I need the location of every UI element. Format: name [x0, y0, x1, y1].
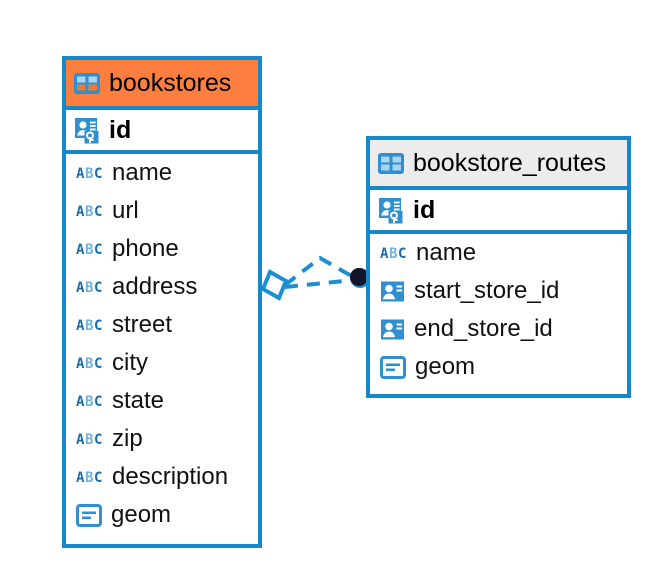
svg-text:A: A: [76, 356, 85, 370]
svg-text:B: B: [85, 394, 93, 408]
field-row-url[interactable]: A B C url: [66, 192, 258, 230]
abc-text-icon: A B C: [76, 394, 103, 410]
svg-text:A: A: [76, 318, 85, 332]
svg-text:C: C: [94, 318, 102, 332]
svg-text:A: A: [380, 246, 389, 260]
field-label: phone: [112, 235, 179, 262]
svg-text:B: B: [85, 318, 93, 332]
geometry-icon: [76, 503, 102, 527]
field-row-address[interactable]: A B C address: [66, 268, 258, 306]
primary-key-icon: [378, 196, 406, 224]
svg-text:A: A: [76, 432, 85, 446]
field-label: name: [416, 239, 477, 266]
svg-text:B: B: [85, 242, 93, 256]
svg-text:B: B: [85, 432, 93, 446]
field-label: geom: [415, 353, 476, 380]
diamond-marker: [260, 269, 289, 301]
field-label: address: [112, 273, 198, 300]
field-label: street: [112, 311, 173, 338]
table-icon: [74, 72, 100, 94]
abc-text-icon: A B C: [380, 246, 407, 262]
svg-text:C: C: [94, 394, 102, 408]
svg-text:C: C: [94, 166, 102, 180]
entity-header-bookstores[interactable]: bookstores: [66, 60, 258, 106]
svg-text:C: C: [94, 432, 102, 446]
entity-bookstore-routes[interactable]: bookstore_routes id: [366, 136, 631, 398]
field-row-street[interactable]: A B C street: [66, 306, 258, 344]
relationship-line-lower: [284, 278, 355, 289]
svg-text:C: C: [94, 280, 102, 294]
field-row-primary-key[interactable]: id: [66, 106, 258, 154]
field-label: id: [109, 115, 132, 144]
table-icon: [378, 152, 404, 174]
abc-text-icon: A B C: [76, 166, 103, 182]
field-label: start_store_id: [414, 277, 560, 304]
svg-text:A: A: [76, 204, 85, 218]
field-row-geom[interactable]: geom: [66, 496, 258, 534]
field-label: id: [413, 195, 436, 224]
field-row-geom[interactable]: geom: [370, 348, 627, 386]
svg-text:B: B: [85, 356, 93, 370]
svg-text:A: A: [76, 242, 85, 256]
field-row-name[interactable]: A B C name: [370, 234, 627, 272]
abc-text-icon: A B C: [76, 242, 103, 258]
field-label: end_store_id: [414, 315, 553, 342]
abc-text-icon: A B C: [76, 318, 103, 334]
field-row-description[interactable]: A B C description: [66, 458, 258, 496]
field-label: city: [112, 349, 148, 376]
entity-bookstores[interactable]: bookstores id: [62, 56, 262, 548]
abc-text-icon: A B C: [76, 470, 103, 486]
field-row-phone[interactable]: A B C phone: [66, 230, 258, 268]
entity-title: bookstores: [109, 68, 232, 97]
field-row-end-store-id[interactable]: end_store_id: [370, 310, 627, 348]
svg-text:B: B: [85, 166, 93, 180]
abc-text-icon: A B C: [76, 204, 103, 220]
field-row-state[interactable]: A B C state: [66, 382, 258, 420]
field-label: description: [112, 463, 229, 490]
abc-text-icon: A B C: [76, 356, 103, 372]
svg-text:B: B: [85, 204, 93, 218]
field-row-zip[interactable]: A B C zip: [66, 420, 258, 458]
svg-text:C: C: [94, 356, 102, 370]
geometry-icon: [380, 355, 406, 379]
abc-text-icon: A B C: [76, 280, 103, 296]
primary-key-icon: [74, 116, 102, 144]
svg-text:C: C: [94, 204, 102, 218]
svg-text:B: B: [85, 280, 93, 294]
entity-title: bookstore_routes: [413, 148, 607, 177]
field-label: state: [112, 387, 165, 414]
svg-text:A: A: [76, 280, 85, 294]
svg-text:B: B: [85, 470, 93, 484]
field-row-city[interactable]: A B C city: [66, 344, 258, 382]
svg-text:B: B: [389, 246, 397, 260]
svg-text:A: A: [76, 166, 85, 180]
svg-text:A: A: [76, 394, 85, 408]
abc-text-icon: A B C: [76, 432, 103, 448]
field-row-start-store-id[interactable]: start_store_id: [370, 272, 627, 310]
svg-text:C: C: [94, 242, 102, 256]
foreign-key-icon: [380, 317, 405, 342]
svg-text:C: C: [398, 246, 406, 260]
field-label: zip: [112, 425, 143, 452]
foreign-key-icon: [380, 279, 405, 304]
entity-header-bookstore-routes[interactable]: bookstore_routes: [370, 140, 627, 186]
field-label: name: [112, 159, 173, 186]
field-label: geom: [111, 501, 172, 528]
svg-text:C: C: [94, 470, 102, 484]
field-label: url: [112, 197, 139, 224]
relationship-line-upper: [283, 255, 356, 287]
field-row-name[interactable]: A B C name: [66, 154, 258, 192]
svg-text:A: A: [76, 470, 85, 484]
field-row-primary-key[interactable]: id: [370, 186, 627, 234]
